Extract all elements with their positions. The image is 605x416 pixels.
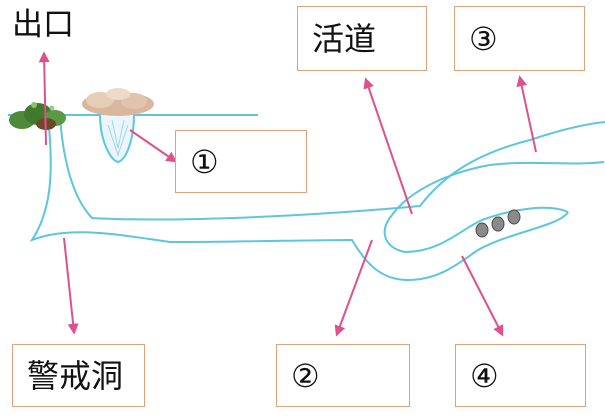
grass-clump-icon [9, 102, 66, 130]
soil-mound-icon [82, 88, 154, 116]
blank-2-label: ② [291, 356, 320, 395]
arrow-3 [516, 75, 537, 153]
live-tunnel-box: 活道 [297, 6, 427, 71]
blank-1-box: ① [175, 130, 307, 193]
blank-1-label: ① [190, 142, 219, 181]
guard-cave-box: 警戒洞 [12, 344, 145, 407]
tunnel-outline-lower [29, 114, 569, 282]
arrow-1 [129, 129, 178, 163]
eggs-icon [475, 209, 521, 238]
arrow-4 [461, 255, 504, 337]
blank-3-label: ③ [469, 19, 498, 58]
arrow-guard-cave [63, 237, 79, 335]
blank-2-box: ② [276, 344, 410, 407]
arrow-2 [334, 239, 373, 337]
guard-cave-texture [107, 119, 129, 157]
arrow-live-tunnel [363, 77, 413, 215]
live-tunnel-label: 活道 [312, 19, 377, 58]
blank-4-label: ④ [470, 356, 499, 395]
exit-label: 出口 [12, 7, 74, 43]
tunnel-outline-upper [59, 114, 605, 221]
tunnel-branch [383, 161, 605, 254]
blank-3-box: ③ [454, 6, 585, 71]
guard-cave-label: 警戒洞 [27, 356, 124, 395]
guard-cave-pocket [99, 114, 135, 164]
blank-4-box: ④ [455, 344, 586, 407]
arrow-exit [38, 51, 50, 146]
